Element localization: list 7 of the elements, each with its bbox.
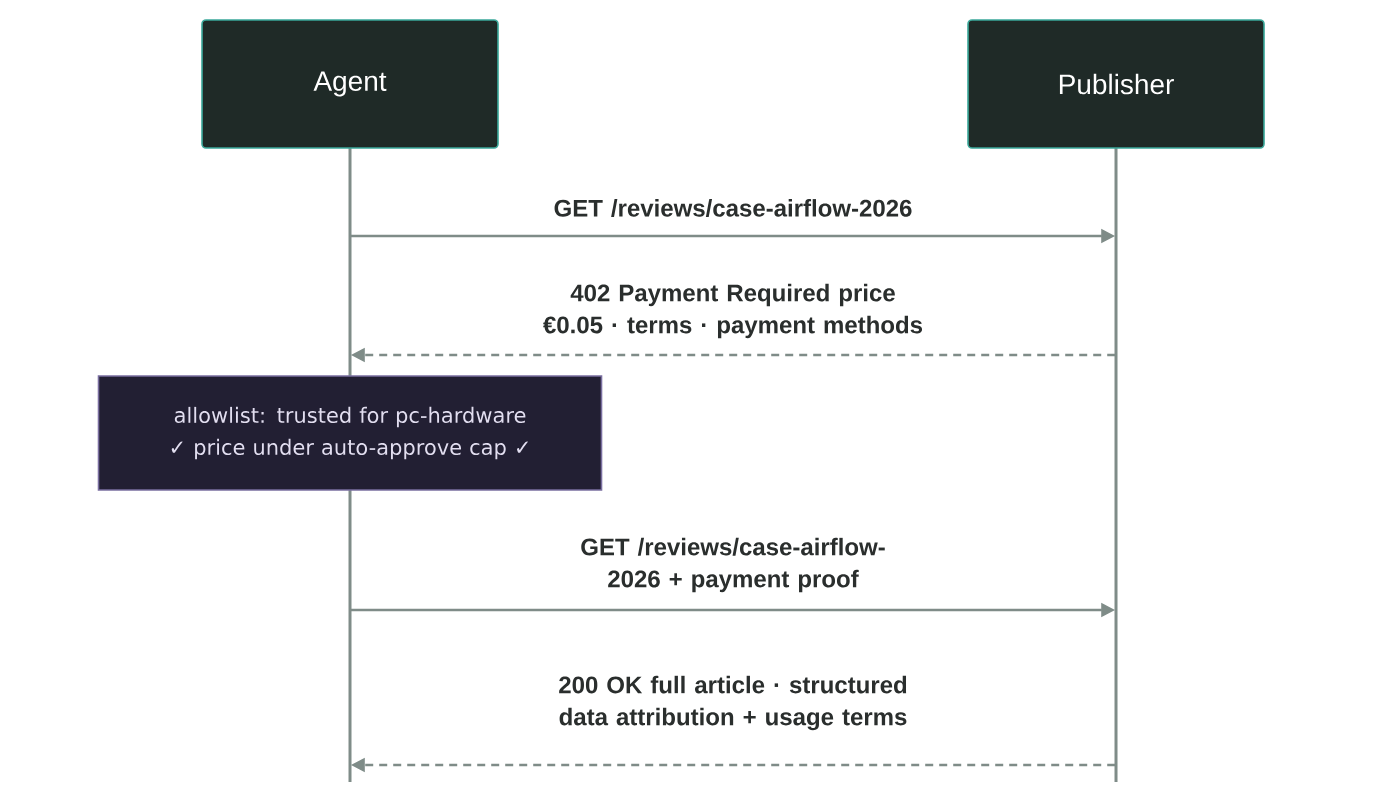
note-box: allowlist: trusted for pc-hardware ✓ price under auto-approve cap ✓ bbox=[97, 375, 603, 491]
message-label: 402 Payment Required price €0.05 · terms · payment methods bbox=[543, 283, 923, 339]
message-label: 200 OK full article · structured data attribution + usage terms bbox=[559, 675, 907, 731]
participant-box: Agent bbox=[201, 19, 499, 149]
participant-box: Publisher bbox=[967, 19, 1265, 149]
message-label: GET /reviews/case-airflow-2026 + payment proof bbox=[581, 537, 885, 593]
message-label: GET /reviews/case-airflow-2026 bbox=[554, 199, 912, 217]
